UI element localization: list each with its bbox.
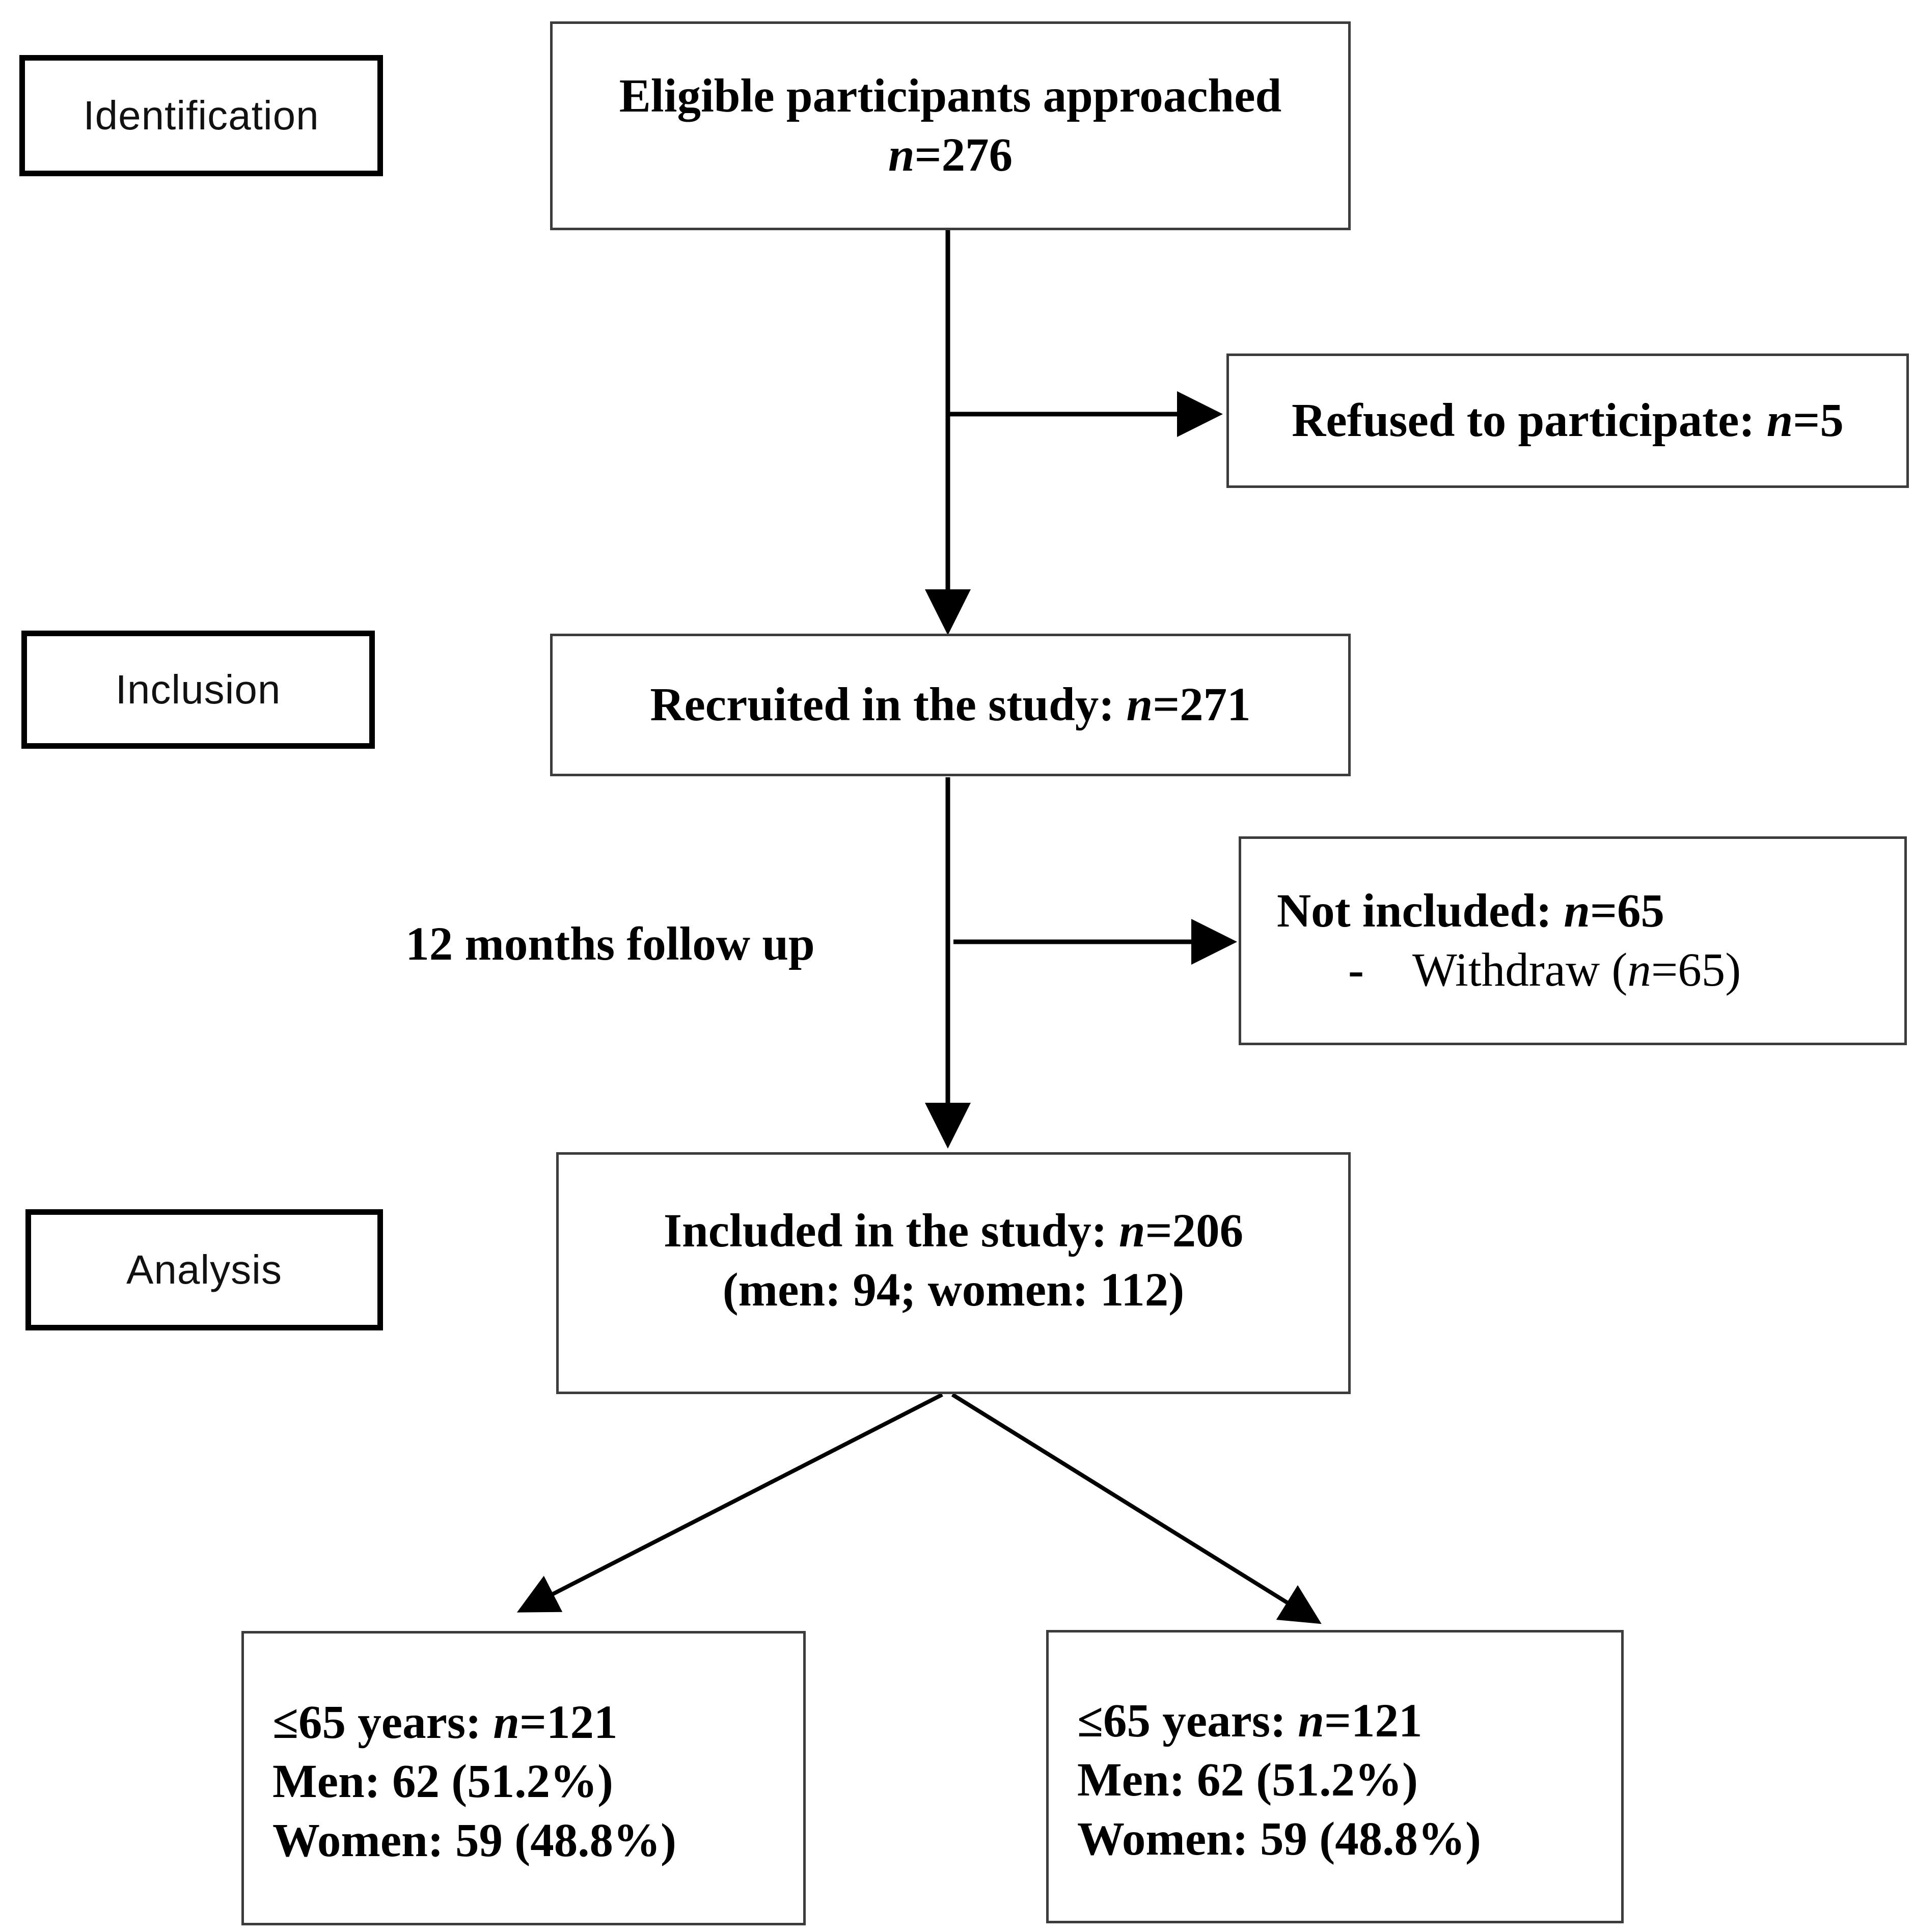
box-refused: Refused to participate: n=5 xyxy=(1226,353,1909,488)
followup-label: 12 months follow up xyxy=(405,918,815,970)
eligible-line2: n=276 xyxy=(888,129,1013,181)
age-right-lines: ≤65 years: n=121 Men: 62 (51.2%) Women: … xyxy=(1049,1684,1621,1869)
recruited-line: Recruited in the study: n=271 xyxy=(650,678,1251,731)
age-right-line2: Men: 62 (51.2%) xyxy=(1077,1754,1418,1806)
box-included: Included in the study: n=206 (men: 94; w… xyxy=(556,1152,1351,1394)
refused-line: Refused to participate: n=5 xyxy=(1292,394,1844,447)
age-left-line2: Men: 62 (51.2%) xyxy=(272,1755,613,1808)
age-left-line1: ≤65 years: n=121 xyxy=(272,1696,618,1749)
stage-box-analysis: Analysis xyxy=(25,1209,383,1330)
age-left-line3: Women: 59 (48.8%) xyxy=(272,1814,676,1867)
box-not-included: Not included: n=65 - Withdraw (n=65) xyxy=(1239,836,1907,1045)
included-line1: Included in the study: n=206 xyxy=(663,1204,1244,1257)
stage-label-analysis: Analysis xyxy=(126,1247,282,1292)
stage-box-identification: Identification xyxy=(19,55,383,176)
box-age-left: ≤65 years: n=121 Men: 62 (51.2%) Women: … xyxy=(241,1631,806,1925)
box-recruited: Recruited in the study: n=271 xyxy=(550,634,1351,776)
stage-box-inclusion: Inclusion xyxy=(21,631,375,749)
not-included-title: Not included: n=65 xyxy=(1277,885,1664,937)
eligible-line1: Eligible participants approached xyxy=(619,70,1282,122)
age-left-lines: ≤65 years: n=121 Men: 62 (51.2%) Women: … xyxy=(244,1686,803,1870)
stage-label-identification: Identification xyxy=(83,93,319,138)
included-line2: (men: 94; women: 112) xyxy=(722,1263,1185,1316)
age-right-line3: Women: 59 (48.8%) xyxy=(1077,1813,1481,1865)
arrow-included-to-age-right xyxy=(951,1393,1322,1624)
not-included-bullet: - Withdraw (n=65) xyxy=(1241,941,1904,1000)
stage-label-inclusion: Inclusion xyxy=(115,667,281,712)
arrow-included-to-age-left xyxy=(516,1393,943,1613)
age-right-line1: ≤65 years: n=121 xyxy=(1077,1695,1423,1747)
bullet-dash: - xyxy=(1348,944,1364,996)
bullet-text: Withdraw (n=65) xyxy=(1412,944,1741,996)
box-eligible-participants: Eligible participants approached n=276 xyxy=(550,21,1351,230)
box-age-right: ≤65 years: n=121 Men: 62 (51.2%) Women: … xyxy=(1046,1630,1624,1923)
